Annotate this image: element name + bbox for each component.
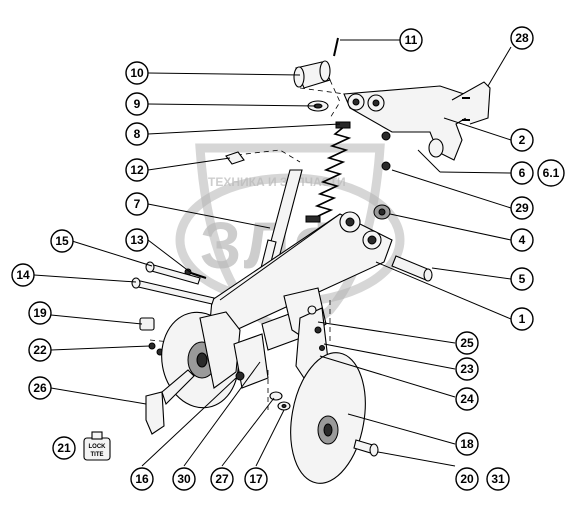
svg-text:25: 25 <box>460 336 474 350</box>
svg-text:2: 2 <box>519 133 526 147</box>
svg-text:6: 6 <box>519 166 526 180</box>
callout-4: 4 <box>510 228 534 252</box>
callout-9: 9 <box>125 92 149 116</box>
part-28-ubolt <box>451 81 491 125</box>
callout-17: 17 <box>244 467 268 491</box>
part-29-nut <box>381 131 391 171</box>
svg-text:1: 1 <box>519 312 526 326</box>
part-26-scraper <box>145 369 195 435</box>
callout-12: 12 <box>125 158 149 182</box>
loctite-line1: LOCK <box>89 444 107 450</box>
svg-text:4: 4 <box>519 233 526 247</box>
loctite-line2: TITE <box>91 452 104 458</box>
callout-10: 10 <box>125 61 149 85</box>
callout-27: 27 <box>210 467 234 491</box>
callout-11: 11 <box>399 28 423 52</box>
leader-lines <box>33 39 512 467</box>
svg-text:29: 29 <box>515 201 529 215</box>
svg-text:21: 21 <box>57 441 71 455</box>
callout-25: 25 <box>455 331 479 355</box>
svg-text:26: 26 <box>33 381 47 395</box>
part-9-washer <box>307 100 329 112</box>
svg-text:23: 23 <box>460 362 474 376</box>
svg-text:11: 11 <box>405 33 418 47</box>
svg-text:15: 15 <box>55 234 69 248</box>
svg-text:20: 20 <box>460 472 474 486</box>
callout-30: 30 <box>172 467 196 491</box>
svg-text:5: 5 <box>519 272 526 286</box>
part-hardware <box>235 371 291 411</box>
svg-text:18: 18 <box>460 437 474 451</box>
part-12-clip <box>225 151 245 165</box>
svg-text:10: 10 <box>130 66 144 80</box>
parts: LOCK TITE <box>83 37 491 484</box>
svg-text:17: 17 <box>249 472 263 486</box>
callout-7: 7 <box>125 192 149 216</box>
svg-text:9: 9 <box>134 97 141 111</box>
callout-20: 20 <box>455 467 479 491</box>
svg-text:8: 8 <box>134 127 141 141</box>
callouts: 28 11 10 9 8 2 12 6 6.1 29 7 4 15 13 5 1… <box>11 26 565 491</box>
callout-23: 23 <box>455 357 479 381</box>
svg-text:24: 24 <box>460 392 474 406</box>
part-4-bushing <box>373 204 391 220</box>
callout-2: 2 <box>510 128 534 152</box>
svg-text:14: 14 <box>16 268 30 282</box>
part-19-bolt <box>139 317 155 331</box>
callout-24: 24 <box>455 387 479 411</box>
part-14-bolt <box>131 277 215 305</box>
svg-text:28: 28 <box>515 31 529 45</box>
callout-1: 1 <box>510 307 534 331</box>
part-18-disc <box>290 352 366 484</box>
part-20-bolt <box>353 439 379 457</box>
svg-text:13: 13 <box>130 233 144 247</box>
callout-22: 22 <box>28 338 52 362</box>
svg-text:30: 30 <box>177 472 191 486</box>
part-22-screw <box>148 342 164 356</box>
part-11-pin <box>333 37 339 57</box>
callout-6-1: 6.1 <box>537 159 565 187</box>
callout-21: 21 <box>52 436 76 460</box>
svg-text:12: 12 <box>130 163 144 177</box>
callout-13: 13 <box>125 228 149 252</box>
svg-text:22: 22 <box>33 343 47 357</box>
part-15-bolt <box>145 261 201 285</box>
callout-8: 8 <box>125 122 149 146</box>
callout-18: 18 <box>455 432 479 456</box>
svg-text:16: 16 <box>135 472 149 486</box>
svg-text:19: 19 <box>33 306 47 320</box>
svg-text:31: 31 <box>491 472 505 486</box>
callout-28: 28 <box>510 26 534 50</box>
svg-text:27: 27 <box>215 472 229 486</box>
callout-6: 6 <box>510 161 534 185</box>
callout-29: 29 <box>510 196 534 220</box>
part-21-loctite: LOCK TITE <box>83 431 111 461</box>
watermark-brand-text: ТЕХНИКА И ЗАПЧАСТИ <box>208 175 346 189</box>
callout-16: 16 <box>130 467 154 491</box>
part-5-pin <box>391 255 433 282</box>
callout-5: 5 <box>510 267 534 291</box>
callout-31: 31 <box>486 467 510 491</box>
callout-26: 26 <box>28 376 52 400</box>
callout-19: 19 <box>28 301 52 325</box>
callout-14: 14 <box>11 263 35 287</box>
part-8-spring <box>305 121 352 223</box>
svg-text:7: 7 <box>134 197 141 211</box>
callout-15: 15 <box>50 229 74 253</box>
svg-text:6.1: 6.1 <box>543 166 560 180</box>
